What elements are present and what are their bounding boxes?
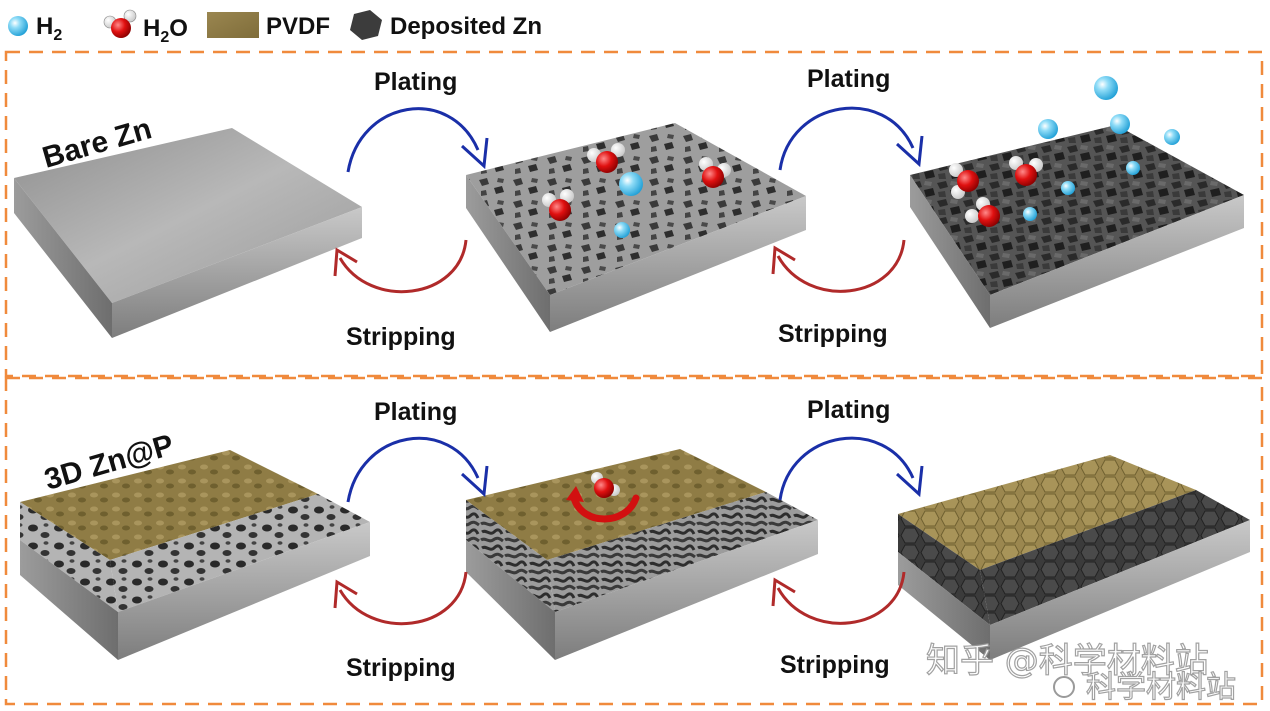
plated-zn-slab	[466, 123, 806, 332]
label-plating-top-1: Plating	[374, 68, 457, 96]
repelled-water-molecule	[566, 472, 640, 523]
plating-arrowhead-bottom-2	[895, 465, 924, 498]
bare-zn-slab	[14, 128, 362, 338]
label-plating-top-2: Plating	[807, 65, 890, 93]
repel-arrow-icon	[570, 494, 640, 523]
h2-bubbles-top-mid	[614, 172, 643, 238]
3d-zn-p-plated-slab	[466, 449, 818, 660]
water-molecule-icon	[965, 197, 1000, 227]
plating-arrowhead-bottom-1	[460, 465, 489, 498]
water-molecule-icon	[1009, 156, 1043, 186]
water-molecule-icon	[949, 163, 979, 199]
stripping-arrow-top-1	[338, 239, 468, 294]
water-molecules-top-mid	[542, 143, 731, 221]
water-molecules-top-right	[949, 156, 1043, 227]
stripping-arrow-bottom-2	[776, 571, 906, 625]
legend: H2 H2O PVDF Deposited Zn	[8, 9, 542, 46]
stripping-arrowhead-bottom-1	[333, 579, 358, 609]
legend-deposited-zn: Deposited Zn	[390, 13, 542, 40]
h2-bubble-icon	[8, 16, 28, 36]
plating-arrow-bottom-1	[346, 436, 480, 503]
pvdf-swatch-icon	[207, 12, 259, 38]
watermark-line-2: 科学材料站	[1086, 670, 1236, 705]
water-molecule-icon	[699, 157, 731, 188]
label-stripping-bottom-2: Stripping	[780, 651, 890, 679]
water-molecule-icon	[591, 472, 620, 498]
plating-arrow-bottom-2	[778, 436, 915, 501]
legend-h2o: H2O	[143, 15, 188, 46]
weibo-icon	[1053, 676, 1075, 698]
label-stripping-top-1: Stripping	[346, 323, 456, 351]
h2-bubbles-top-right	[1023, 76, 1180, 221]
3d-zn-p-slab	[20, 450, 370, 660]
water-molecule-icon	[542, 189, 574, 221]
bottom-panel-border	[4, 376, 1264, 706]
water-molecule-icon	[587, 143, 625, 173]
plating-arrow-top-1	[346, 107, 480, 173]
label-stripping-top-2: Stripping	[778, 320, 888, 348]
plating-arrow-top-2	[778, 106, 915, 171]
top-panel-border	[4, 50, 1264, 378]
repel-arrowhead-icon	[566, 486, 584, 502]
plating-arrowhead-top-1	[460, 137, 489, 170]
label-stripping-bottom-1: Stripping	[346, 654, 456, 682]
stripping-arrowhead-top-2	[771, 245, 796, 275]
watermark: 知乎 @科学材料站 科学材料站	[925, 640, 1236, 705]
stripping-arrowhead-top-1	[333, 247, 358, 277]
label-plating-bottom-1: Plating	[374, 398, 457, 426]
stripping-arrowhead-bottom-2	[771, 577, 796, 607]
legend-pvdf: PVDF	[266, 13, 330, 40]
plating-arrowhead-top-2	[895, 135, 924, 168]
deposited-zn-hexagon-icon	[350, 10, 382, 40]
3d-zn-p-hex-deposit-slab	[898, 455, 1250, 660]
stripping-arrow-top-2	[776, 239, 906, 293]
label-plating-bottom-2: Plating	[807, 396, 890, 424]
legend-h2: H2	[36, 13, 62, 44]
watermark-line-1: 知乎 @科学材料站	[926, 641, 1209, 681]
dendrite-zn-slab	[910, 125, 1244, 328]
stripping-arrow-bottom-1	[338, 571, 468, 626]
water-molecule-icon	[103, 9, 137, 38]
